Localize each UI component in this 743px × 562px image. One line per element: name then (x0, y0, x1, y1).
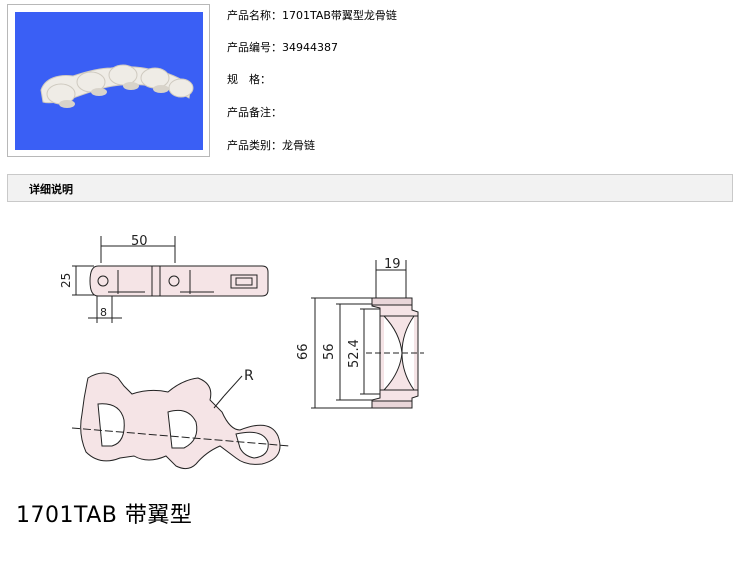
product-category-value: 龙骨链 (282, 139, 315, 152)
product-code-row: 产品编号：34944387 (227, 41, 338, 55)
dim-19-label: 19 (384, 257, 401, 272)
dim-56-label: 56 (322, 343, 337, 360)
product-image[interactable] (15, 12, 203, 150)
detail-section-header: 详细说明 (7, 174, 733, 202)
product-name-row: 产品名称：1701TAB带翼型龙骨链 (227, 9, 397, 23)
radius-label: R (244, 368, 254, 384)
product-code-label: 产品编号： (227, 41, 282, 54)
plan-view (71, 372, 291, 470)
side-view (72, 236, 269, 323)
product-name-value: 1701TAB带翼型龙骨链 (282, 9, 397, 22)
dim-8-label: 8 (100, 306, 107, 319)
technical-drawing[interactable]: 50 25 8 19 66 56 52.4 R 1701TAB 带翼型 (0, 208, 492, 558)
product-note-label: 产品备注： (227, 106, 282, 119)
product-spec-row: 规 格： (227, 73, 271, 87)
product-category-label: 产品类别： (227, 139, 282, 152)
product-thumbnail[interactable] (7, 4, 210, 157)
product-spec-label: 规 格： (227, 73, 271, 86)
product-note-row: 产品备注： (227, 106, 282, 120)
product-code-value: 34944387 (282, 41, 338, 54)
detail-section-title: 详细说明 (29, 183, 73, 196)
product-name-label: 产品名称： (227, 9, 282, 22)
drawing-svg: 50 25 8 19 66 56 52.4 R (59, 234, 424, 470)
drawing-caption: 1701TAB 带翼型 (16, 503, 193, 528)
chain-photo (15, 12, 203, 150)
dim-25-label: 25 (59, 273, 73, 288)
product-category-row: 产品类别：龙骨链 (227, 139, 315, 153)
end-view (311, 260, 424, 409)
dim-50-label: 50 (131, 234, 148, 249)
dim-66-label: 66 (296, 343, 311, 360)
dim-52-4-label: 52.4 (347, 339, 362, 368)
